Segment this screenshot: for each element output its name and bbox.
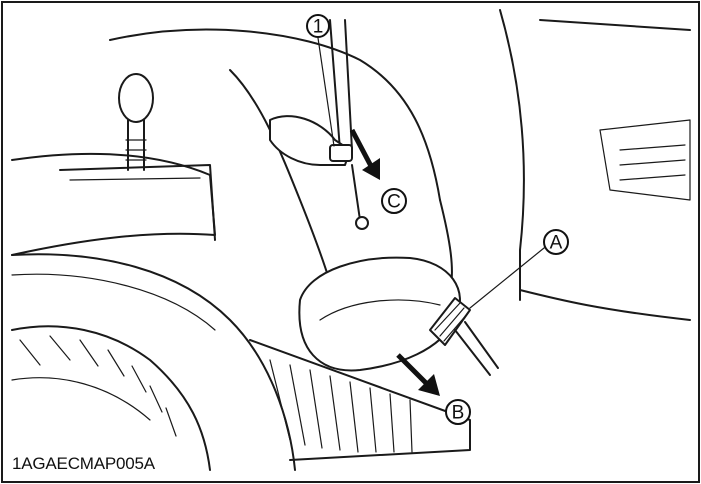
svg-text:1: 1	[313, 17, 324, 38]
leader-line-1	[317, 37, 335, 147]
fender-outline	[11, 152, 296, 471]
press-arrow-b	[396, 353, 440, 396]
gear-lever	[118, 73, 154, 171]
svg-text:B: B	[452, 403, 465, 424]
operator-leg	[109, 28, 461, 372]
callout-b: B	[445, 399, 471, 425]
svg-text:A: A	[550, 233, 563, 254]
callout-a: A	[543, 229, 569, 255]
tire-tread	[11, 325, 211, 471]
leader-line-a	[469, 247, 545, 309]
console	[499, 9, 691, 321]
callout-c: C	[381, 188, 407, 214]
floor-grid	[249, 339, 471, 461]
svg-text:C: C	[387, 192, 401, 213]
figure-code: 1AGAECMAP005A	[12, 454, 155, 473]
callout-1: 1	[306, 14, 330, 38]
pull-arrow-c	[349, 128, 380, 180]
parking-brake-lever	[269, 19, 369, 230]
brake-pedal	[429, 297, 499, 376]
